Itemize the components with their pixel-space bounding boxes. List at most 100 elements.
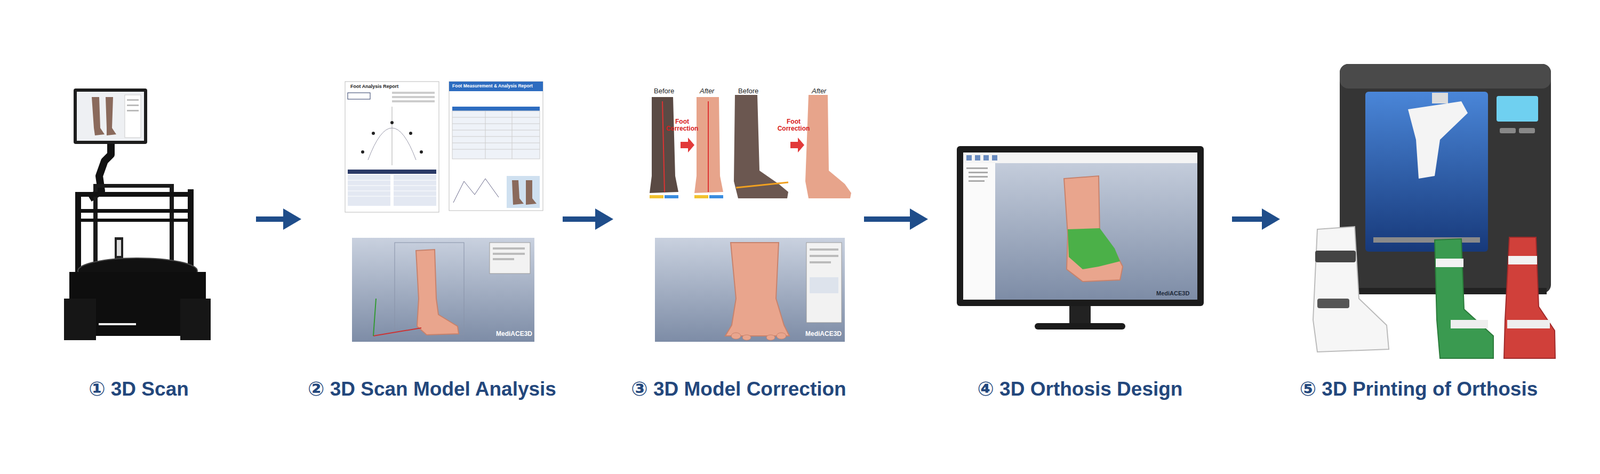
report-illustration-part <box>392 91 435 94</box>
correction-illustration-part <box>790 137 805 153</box>
correction-illustration-part <box>742 334 751 341</box>
monitor-illustration-part <box>983 155 989 161</box>
correction-illustration-part <box>654 237 845 342</box>
scanner-illustration-part <box>91 97 105 136</box>
correction-illustration-part <box>809 254 839 258</box>
illustration-label: Foot Analysis Report <box>350 84 399 90</box>
correction-illustration-part <box>662 101 665 192</box>
printer-illustration-part <box>1499 128 1516 134</box>
monitor-illustration-part <box>992 155 998 161</box>
report-illustration-part <box>368 128 416 160</box>
report-illustration-part <box>390 121 394 125</box>
monitor-illustration-part <box>968 176 988 178</box>
illustration-label: Foot Correction <box>664 118 700 133</box>
report-illustration-part <box>409 131 413 135</box>
illustration-label: MediACE3D <box>496 330 533 338</box>
step-node: ② 3D Scan Model Analysis <box>301 80 563 411</box>
report-illustration-part <box>453 178 499 203</box>
printer-illustration-part <box>1518 128 1535 134</box>
monitor-illustration-part <box>968 180 985 182</box>
report-illustration-part <box>506 176 540 208</box>
scanner-illustration-part <box>93 184 98 272</box>
monitor-illustration-part <box>956 146 1204 307</box>
arrow-head <box>909 208 928 230</box>
printer-illustration-part <box>1434 238 1494 359</box>
printer-illustration-part <box>1373 237 1480 243</box>
printer-illustration-part <box>1435 258 1464 268</box>
scanner-illustration-part <box>93 184 174 188</box>
scanner-illustration-part <box>75 218 194 222</box>
scanner-illustration <box>64 88 211 341</box>
report-illustration-part <box>489 242 531 274</box>
scanner-illustration-part <box>98 323 136 326</box>
correction-illustration-part <box>805 94 852 199</box>
scanner-illustration-part <box>89 144 111 199</box>
flow-arrow <box>1232 208 1280 230</box>
printer-illustration-part <box>1315 250 1356 263</box>
correction-illustration-part <box>649 195 664 199</box>
step-caption: ④ 3D Orthosis Design <box>977 377 1183 401</box>
illustration-label: Before <box>653 87 675 95</box>
report-illustration-part <box>347 92 371 100</box>
illustration-label: After <box>811 87 827 95</box>
monitor-illustration-part <box>1064 176 1123 282</box>
report-illustration-part <box>347 190 437 192</box>
printer-illustration-part <box>1496 96 1539 122</box>
report-illustration-part <box>419 150 423 154</box>
correction-illustration-part <box>694 97 724 194</box>
correction-illustration-part <box>707 101 709 192</box>
correction-illustration-part <box>680 137 695 153</box>
report-illustration <box>345 81 543 342</box>
correction-illustration <box>649 94 852 342</box>
printer-illustration-part <box>1504 237 1556 359</box>
correction-illustration-part <box>809 248 839 251</box>
scanner-illustration-part <box>116 240 122 256</box>
report-illustration-part <box>416 249 459 335</box>
flow-arrow <box>864 208 928 230</box>
report-illustration-part <box>452 117 540 118</box>
step-caption: ⑤ 3D Printing of Orthosis <box>1299 377 1539 401</box>
correction-illustration-part <box>664 195 679 199</box>
step-caption: ② 3D Scan Model Analysis <box>307 377 557 401</box>
scanner-illustration-part <box>126 109 139 112</box>
step-node: ③ 3D Model Correction <box>613 80 864 411</box>
report-illustration-part <box>449 81 543 211</box>
report-illustration-part <box>361 150 365 154</box>
printer-illustration-part <box>1507 320 1550 329</box>
scanner-illustration-part <box>180 298 211 341</box>
printer-illustration-part <box>1508 256 1538 265</box>
correction-illustration-part <box>709 195 724 199</box>
scanner-illustration-part <box>126 104 139 107</box>
monitor-illustration-part <box>963 152 1198 300</box>
report-illustration-part <box>373 328 422 336</box>
report-illustration-part <box>373 298 376 336</box>
correction-illustration-part <box>694 195 709 199</box>
printer-illustration-part <box>1408 101 1468 179</box>
report-illustration-part <box>512 110 513 159</box>
step-node: ① 3D Scan <box>21 80 256 411</box>
correction-illustration-part <box>649 97 679 194</box>
illustration-label: MediACE3D <box>1156 290 1190 297</box>
step-caption: ③ 3D Model Correction <box>630 377 846 401</box>
flow-arrow <box>562 208 614 230</box>
report-illustration-part <box>452 136 540 138</box>
monitor-illustration-part <box>1034 323 1126 330</box>
monitor-illustration-part <box>968 171 988 174</box>
correction-illustration-part <box>766 334 775 341</box>
report-illustration-part <box>452 110 540 159</box>
printer-illustration-part <box>1339 64 1551 294</box>
correction-illustration-part <box>733 94 789 199</box>
report-illustration-part <box>345 81 439 213</box>
correction-illustration-part <box>809 277 839 294</box>
monitor-illustration-part <box>1069 306 1091 326</box>
step-node: ④ 3D Orthosis Design <box>928 80 1232 411</box>
printer-illustration <box>1313 64 1556 359</box>
report-illustration-part <box>394 242 464 335</box>
correction-illustration-part <box>731 332 741 340</box>
report-illustration-part <box>393 174 437 206</box>
monitor-illustration-part <box>966 167 988 170</box>
report-illustration-part <box>485 110 486 159</box>
illustration-label: After <box>699 87 715 95</box>
